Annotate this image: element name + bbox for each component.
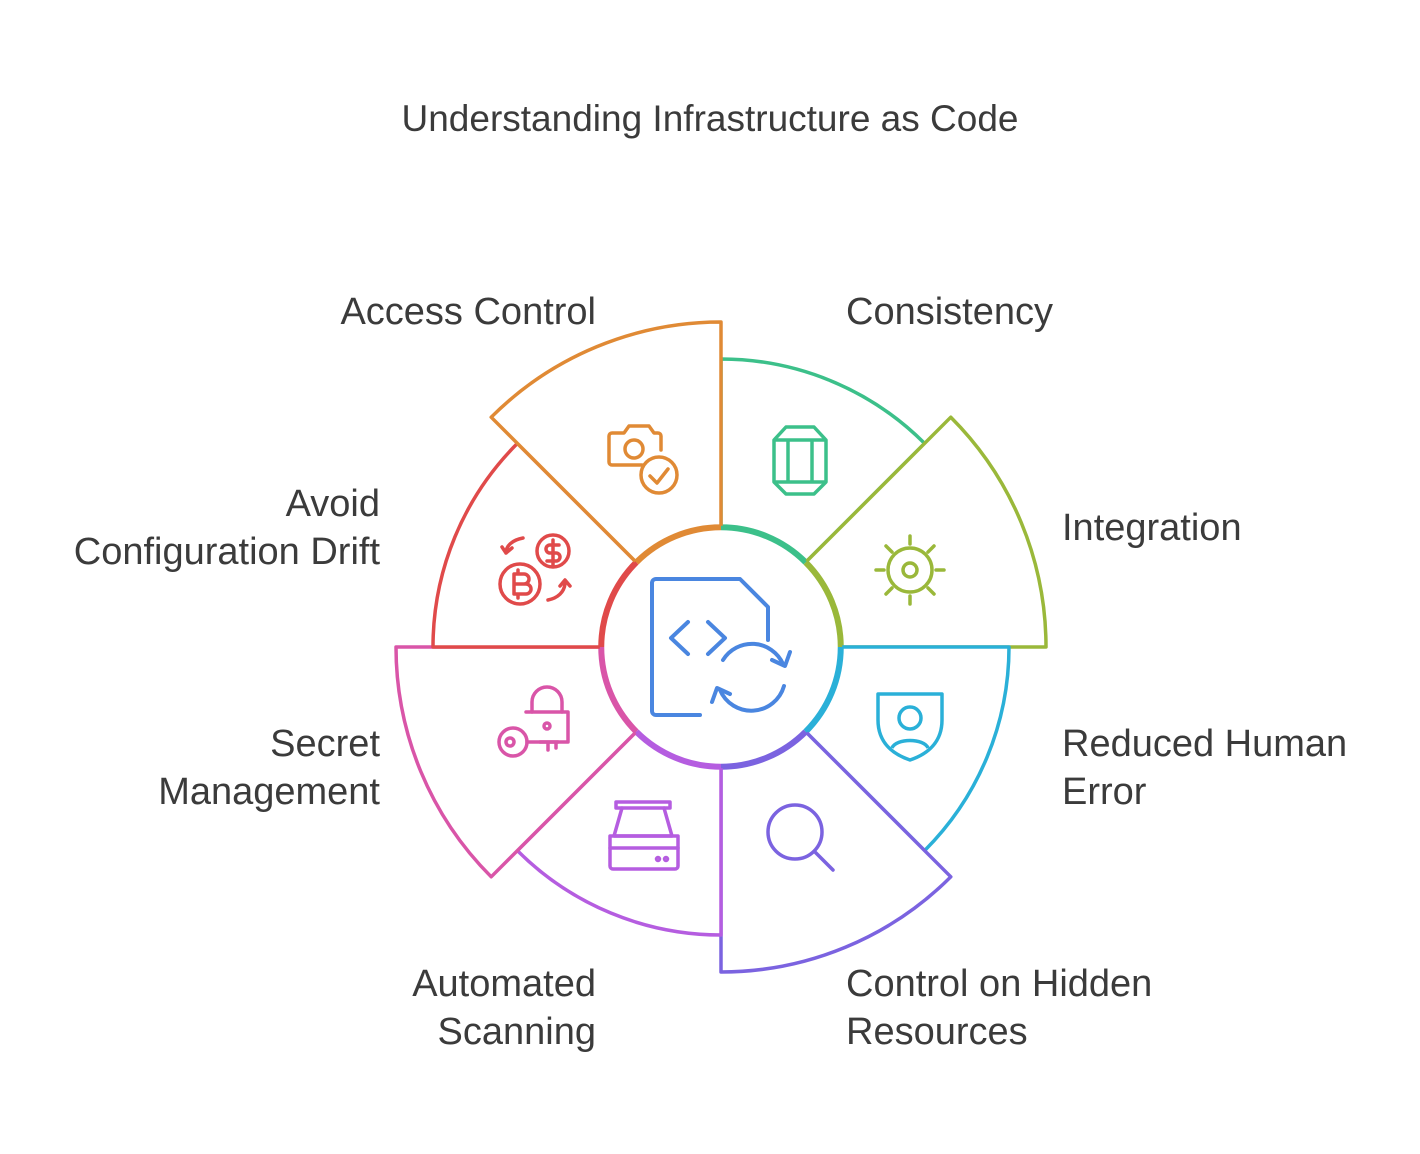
hub-arc-reduced-human-error xyxy=(803,646,843,733)
gear-sun-icon xyxy=(874,534,946,606)
segments-layer xyxy=(394,320,1048,974)
label-avoid-configuration-drift: Avoid Configuration Drift xyxy=(73,483,380,573)
label-automated-scanning: Automated Scanning xyxy=(412,963,596,1053)
scanner-icon xyxy=(608,800,680,871)
hub-arc-integration xyxy=(803,561,843,648)
label-control-on-hidden-resources: Control on Hidden Resources xyxy=(846,963,1153,1053)
magnifier-icon xyxy=(766,803,835,872)
hub-arc-secret-management xyxy=(599,646,639,733)
hub-arc-control-on-hidden-resources xyxy=(720,729,807,769)
label-consistency: Consistency xyxy=(846,291,1053,333)
diagram-title: Understanding Infrastructure as Code xyxy=(401,98,1019,139)
prism-icon xyxy=(772,425,828,496)
hub-arc-avoid-configuration-drift xyxy=(599,561,639,648)
code-file-sync-icon xyxy=(650,577,792,717)
currency-exchange-icon xyxy=(498,533,572,606)
hub-arc-automated-scanning xyxy=(635,729,722,769)
user-shield-icon xyxy=(876,692,944,762)
label-secret-management: Secret Management xyxy=(158,723,380,813)
camera-check-icon xyxy=(607,424,679,495)
hub-arc-consistency xyxy=(720,525,807,565)
label-reduced-human-error: Reduced Human Error xyxy=(1062,723,1348,813)
center-hub xyxy=(599,525,843,769)
label-access-control: Access Control xyxy=(340,291,596,333)
hub-arc-access-control xyxy=(635,525,722,565)
label-integration: Integration xyxy=(1062,507,1242,549)
key-lock-icon xyxy=(497,685,570,758)
